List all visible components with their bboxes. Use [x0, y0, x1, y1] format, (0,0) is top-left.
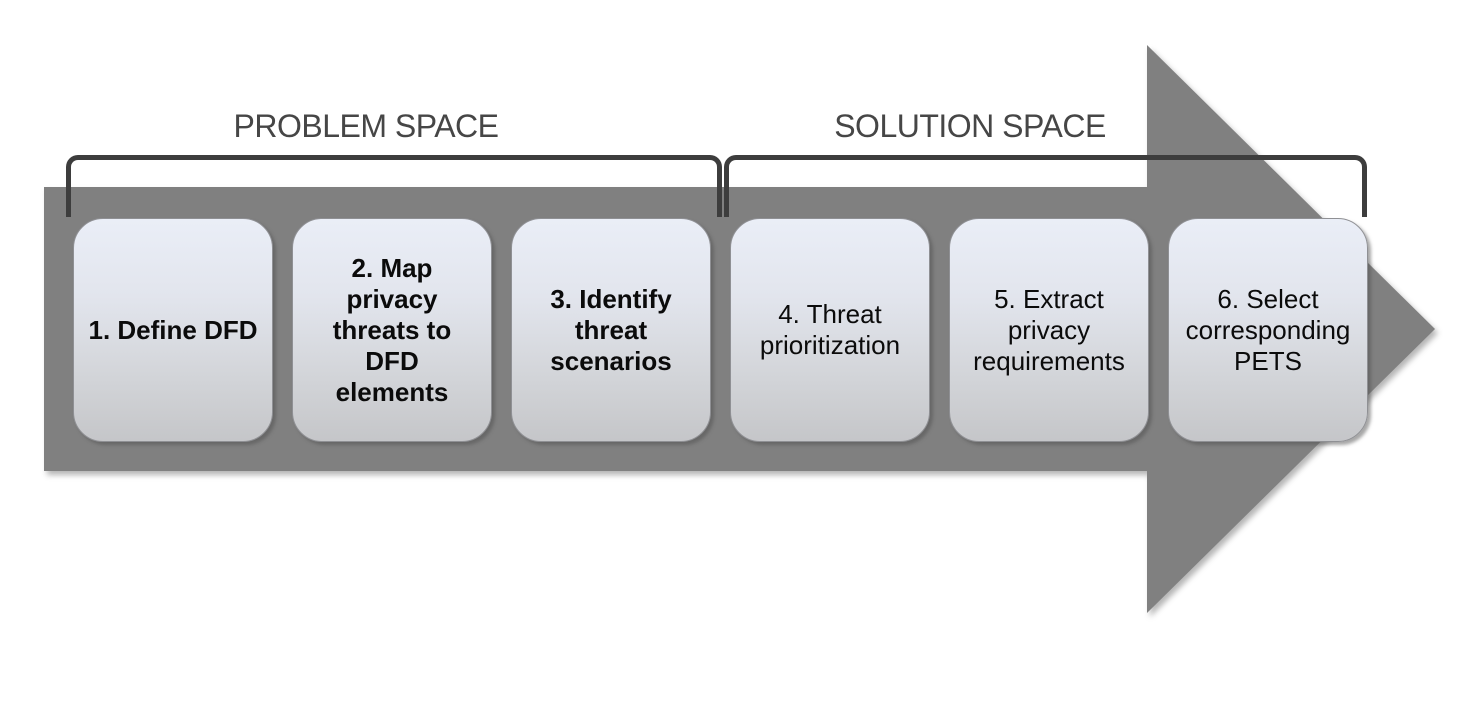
steps-row: 1. Define DFD 2. Map privacy threats to …	[73, 218, 1368, 442]
step-label-4: 4. Threat prioritization	[759, 299, 901, 360]
problem-space-label: PROBLEM SPACE	[233, 108, 499, 144]
step-label-2: 2. Map privacy threats to DFD elements	[332, 252, 452, 407]
solution-space-bracket	[724, 155, 1367, 217]
problem-space-bracket	[66, 155, 722, 217]
step-label-5: 5. Extract privacy requirements	[973, 283, 1125, 376]
step-label-3: 3. Identify threat scenarios	[550, 283, 672, 376]
solution-space-label: SOLUTION SPACE	[834, 108, 1106, 144]
step-box-2: 2. Map privacy threats to DFD elements	[292, 218, 492, 442]
step-box-1: 1. Define DFD	[73, 218, 273, 442]
step-label-6: 6. Select corresponding PETS	[1185, 283, 1351, 376]
step-box-3: 3. Identify threat scenarios	[511, 218, 711, 442]
step-box-5: 5. Extract privacy requirements	[949, 218, 1149, 442]
step-box-6: 6. Select corresponding PETS	[1168, 218, 1368, 442]
step-box-4: 4. Threat prioritization	[730, 218, 930, 442]
step-label-1: 1. Define DFD	[88, 314, 258, 345]
